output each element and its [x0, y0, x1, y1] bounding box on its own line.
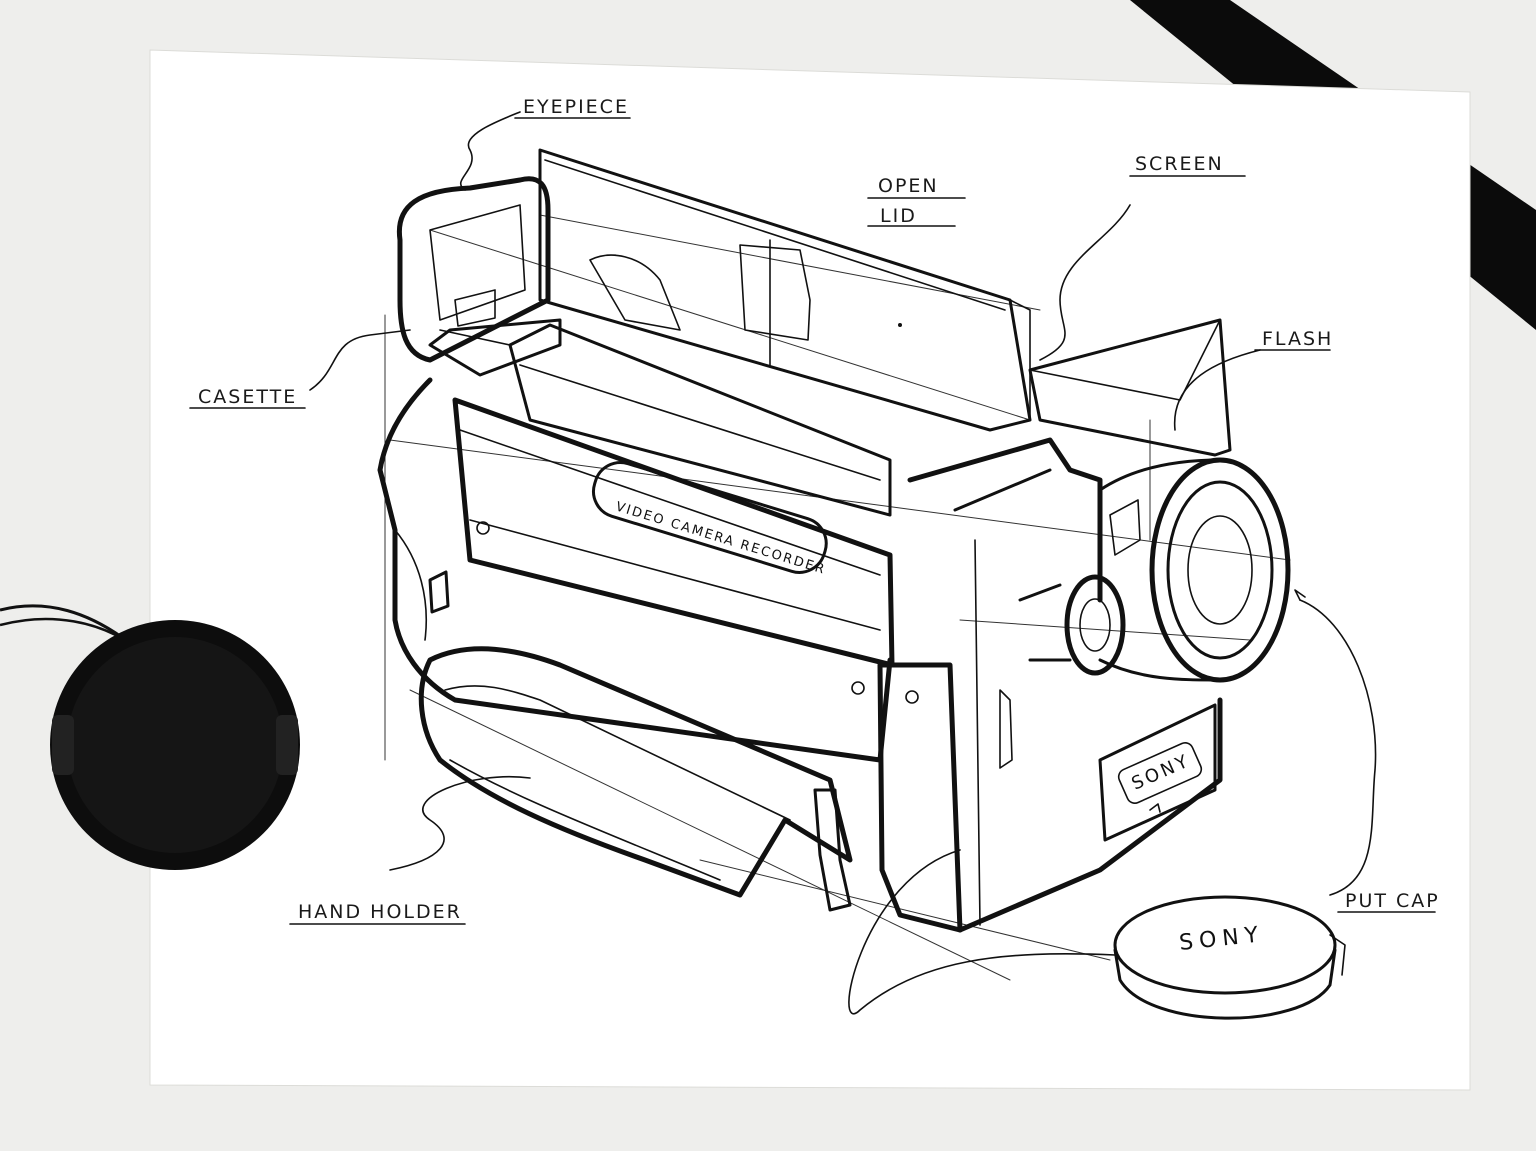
camera-body [377, 377, 1223, 933]
lens-assembly [1018, 457, 1291, 683]
label-eyepiece: EYEPIECE [523, 96, 629, 118]
lens-cap-object [0, 604, 300, 870]
screen-lid [538, 148, 1032, 432]
label-cassette: CASETTE [198, 386, 297, 408]
camcorder-drawing: VIDEO CAMERA RECORDER [189, 96, 1440, 1020]
callout-labels: EYEPIECE OPEN LID SCREEN FLASH CASETTE H… [189, 96, 1440, 925]
label-lid: LID [880, 205, 917, 227]
label-hand-holder: HAND HOLDER [298, 901, 462, 923]
label-put-cap: PUT CAP [1345, 890, 1440, 912]
leader-lines [309, 111, 1377, 896]
cassette-compartment [428, 318, 892, 517]
hand-strap [418, 646, 853, 912]
label-flash: FLASH [1262, 328, 1333, 350]
label-screen: SCREEN [1135, 153, 1224, 175]
label-open: OPEN [878, 175, 939, 197]
